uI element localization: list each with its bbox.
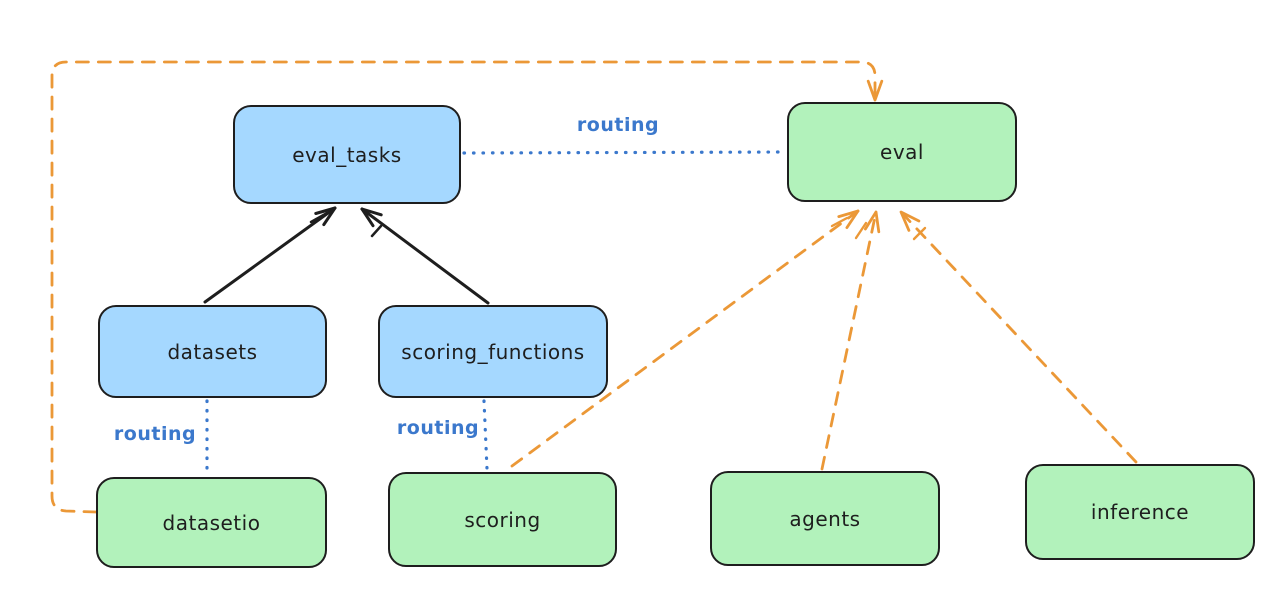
edge-inference-to-eval (899, 210, 1138, 464)
node-scoring-functions-label: scoring_functions (401, 339, 585, 364)
node-datasets-label: datasets (167, 339, 258, 364)
edge-scoring-to-eval (510, 209, 860, 468)
node-datasetio-label: datasetio (162, 510, 261, 535)
edge-label-routing-eval-tasks-eval: routing (576, 114, 660, 136)
node-eval-tasks: eval_tasks (233, 105, 461, 204)
edge-agents-to-eval (820, 210, 881, 471)
node-scoring: scoring (388, 472, 617, 567)
node-scoring-label: scoring (464, 507, 541, 532)
node-eval-label: eval (880, 140, 924, 164)
edge-scoring-functions-to-scoring (482, 399, 489, 471)
node-scoring-functions: scoring_functions (378, 305, 608, 398)
node-agents-label: agents (789, 506, 861, 531)
node-eval-tasks-label: eval_tasks (292, 142, 402, 167)
edge-label-routing-datasets-datasetio: routing (113, 423, 197, 445)
node-eval: eval (787, 102, 1017, 202)
node-datasetio: datasetio (96, 477, 327, 568)
edge-label-routing-scoring-functions-scoring: routing (396, 417, 480, 439)
node-agents: agents (710, 471, 940, 566)
edge-scoring-functions-to-eval-tasks (360, 207, 490, 305)
node-inference: inference (1025, 464, 1255, 560)
node-datasets: datasets (98, 305, 327, 398)
edge-eval-tasks-to-eval (462, 150, 788, 155)
node-inference-label: inference (1090, 500, 1190, 524)
edge-datasets-to-eval-tasks (203, 206, 337, 304)
edge-datasetio-to-eval (50, 60, 884, 514)
